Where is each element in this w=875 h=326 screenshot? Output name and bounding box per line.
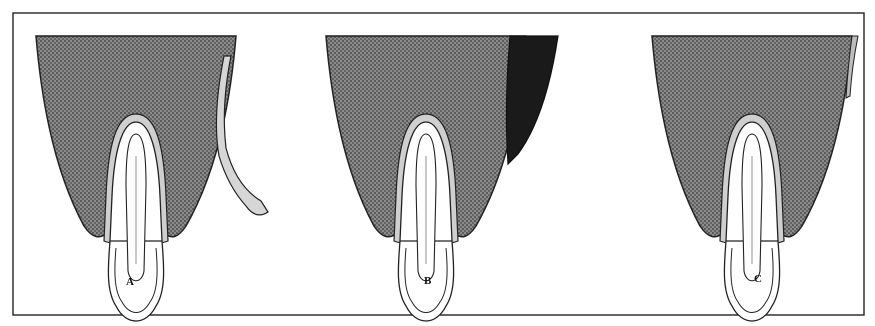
panel-label-b: B (424, 275, 432, 287)
panel-label-a: A (126, 276, 134, 288)
panel-label-c: C (754, 273, 762, 285)
